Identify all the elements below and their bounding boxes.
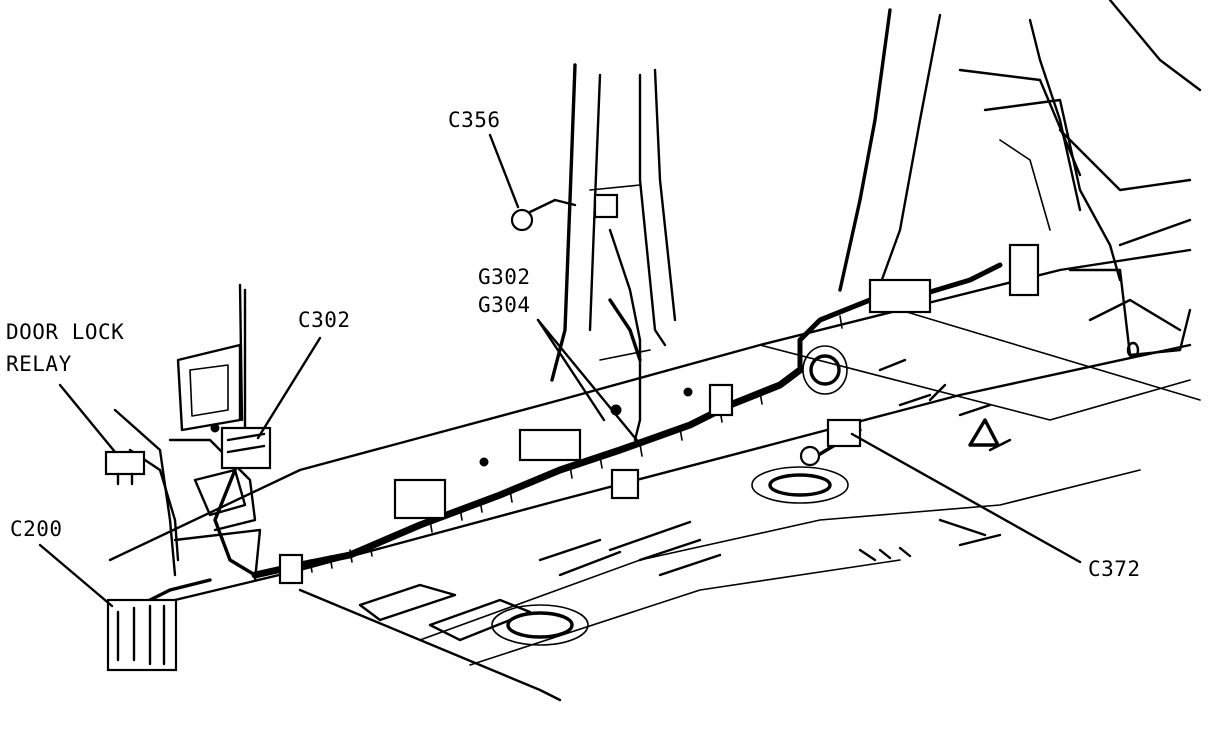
floor-pan xyxy=(108,248,1201,702)
kick-panel xyxy=(113,283,262,582)
door-lock-relay xyxy=(104,450,146,486)
b-pillar xyxy=(550,63,677,382)
c356-connector xyxy=(510,198,577,232)
leader-lines xyxy=(38,133,1082,608)
label-door-lock-relay-line1: DOOR LOCK xyxy=(6,320,125,344)
rear-quarter-structure xyxy=(838,0,1202,359)
label-g304: G304 xyxy=(478,293,531,317)
label-c302: C302 xyxy=(298,308,351,332)
label-g302: G302 xyxy=(478,265,531,289)
c302-connector xyxy=(220,426,272,470)
label-c200: C200 xyxy=(10,517,63,541)
label-c356: C356 xyxy=(448,108,501,132)
label-door-lock-relay-line2: RELAY xyxy=(6,352,72,376)
c372-connector xyxy=(799,418,862,467)
wiring-harness xyxy=(128,262,1003,602)
c200-connector xyxy=(106,598,178,672)
label-c372: C372 xyxy=(1088,557,1141,581)
